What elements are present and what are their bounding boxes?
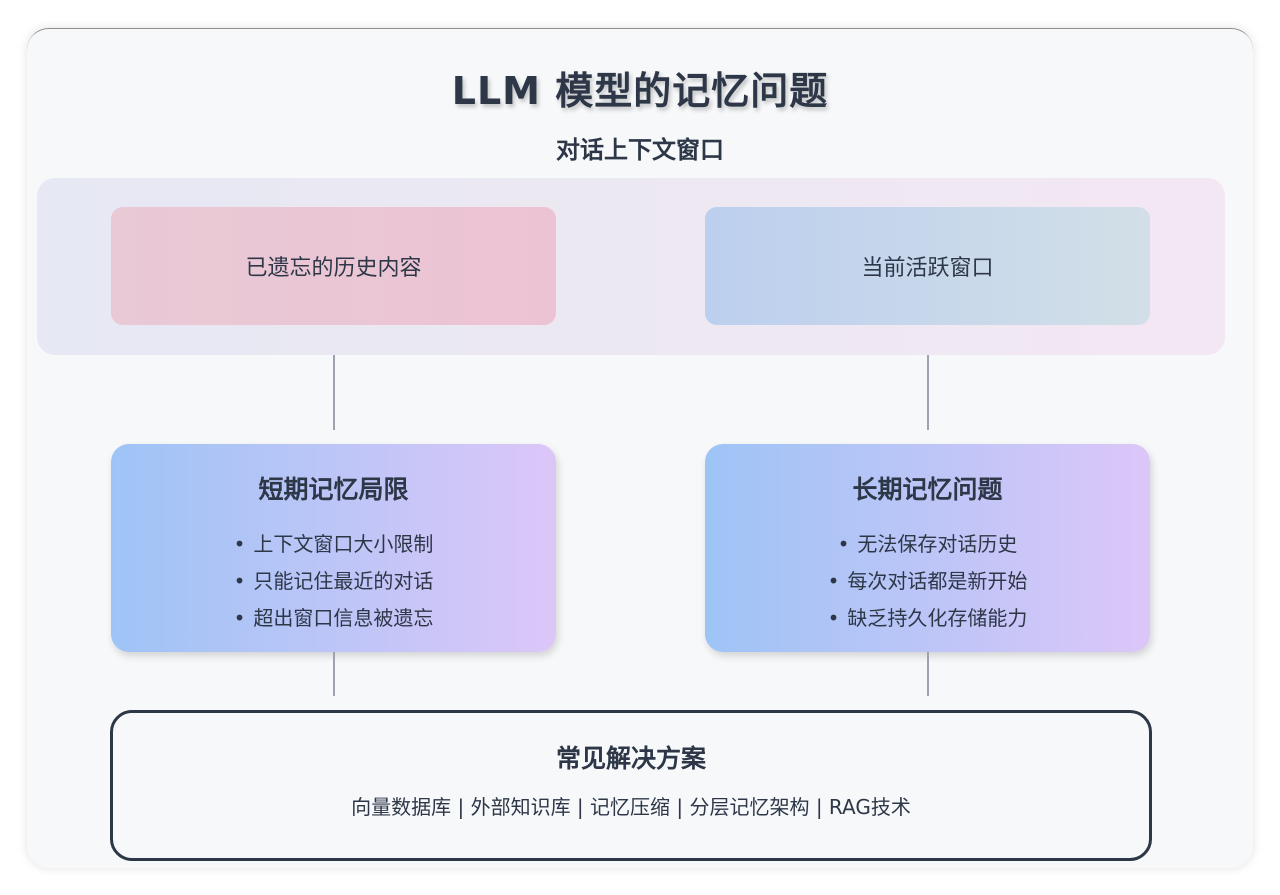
bullet-icon: • <box>233 532 246 556</box>
list-item: •缺乏持久化存储能力 <box>705 600 1150 637</box>
long-term-memory-title: 长期记忆问题 <box>852 475 1003 504</box>
connector-left-lower <box>333 652 335 696</box>
list-item: •超出窗口信息被遗忘 <box>111 600 556 637</box>
list-item: •只能记住最近的对话 <box>111 563 556 600</box>
short-term-memory-panel: 短期记忆局限 •上下文窗口大小限制 •只能记住最近的对话 •超出窗口信息被遗忘 <box>111 444 556 652</box>
list-item: •每次对话都是新开始 <box>705 563 1150 600</box>
diagram-title: LLM 模型的记忆问题 <box>451 69 829 113</box>
long-term-memory-list: •无法保存对话历史 •每次对话都是新开始 •缺乏持久化存储能力 <box>705 526 1150 637</box>
list-item: •无法保存对话历史 <box>705 526 1150 563</box>
context-window-subtitle: 对话上下文窗口 <box>556 136 724 164</box>
long-term-memory-panel: 长期记忆问题 •无法保存对话历史 •每次对话都是新开始 •缺乏持久化存储能力 <box>705 444 1150 652</box>
connector-right-upper <box>927 355 929 430</box>
solutions-items: 向量数据库 | 外部知识库 | 记忆压缩 | 分层记忆架构 | RAG技术 <box>351 795 911 819</box>
connector-left-upper <box>333 355 335 430</box>
short-term-memory-list: •上下文窗口大小限制 •只能记住最近的对话 •超出窗口信息被遗忘 <box>111 526 556 637</box>
bullet-icon: • <box>233 606 246 630</box>
active-window-label: 当前活跃窗口 <box>861 256 994 281</box>
short-term-memory-title: 短期记忆局限 <box>258 475 409 504</box>
list-item: •上下文窗口大小限制 <box>111 526 556 563</box>
active-window-box: 当前活跃窗口 <box>705 207 1150 325</box>
bullet-icon: • <box>827 606 840 630</box>
forgotten-history-box: 已遗忘的历史内容 <box>111 207 556 325</box>
solutions-title: 常见解决方案 <box>555 744 706 773</box>
connector-right-lower <box>927 652 929 696</box>
bullet-icon: • <box>837 532 850 556</box>
bullet-icon: • <box>233 569 246 593</box>
solutions-box: 常见解决方案 向量数据库 | 外部知识库 | 记忆压缩 | 分层记忆架构 | R… <box>110 710 1152 861</box>
bullet-icon: • <box>827 569 840 593</box>
forgotten-history-label: 已遗忘的历史内容 <box>245 256 422 281</box>
